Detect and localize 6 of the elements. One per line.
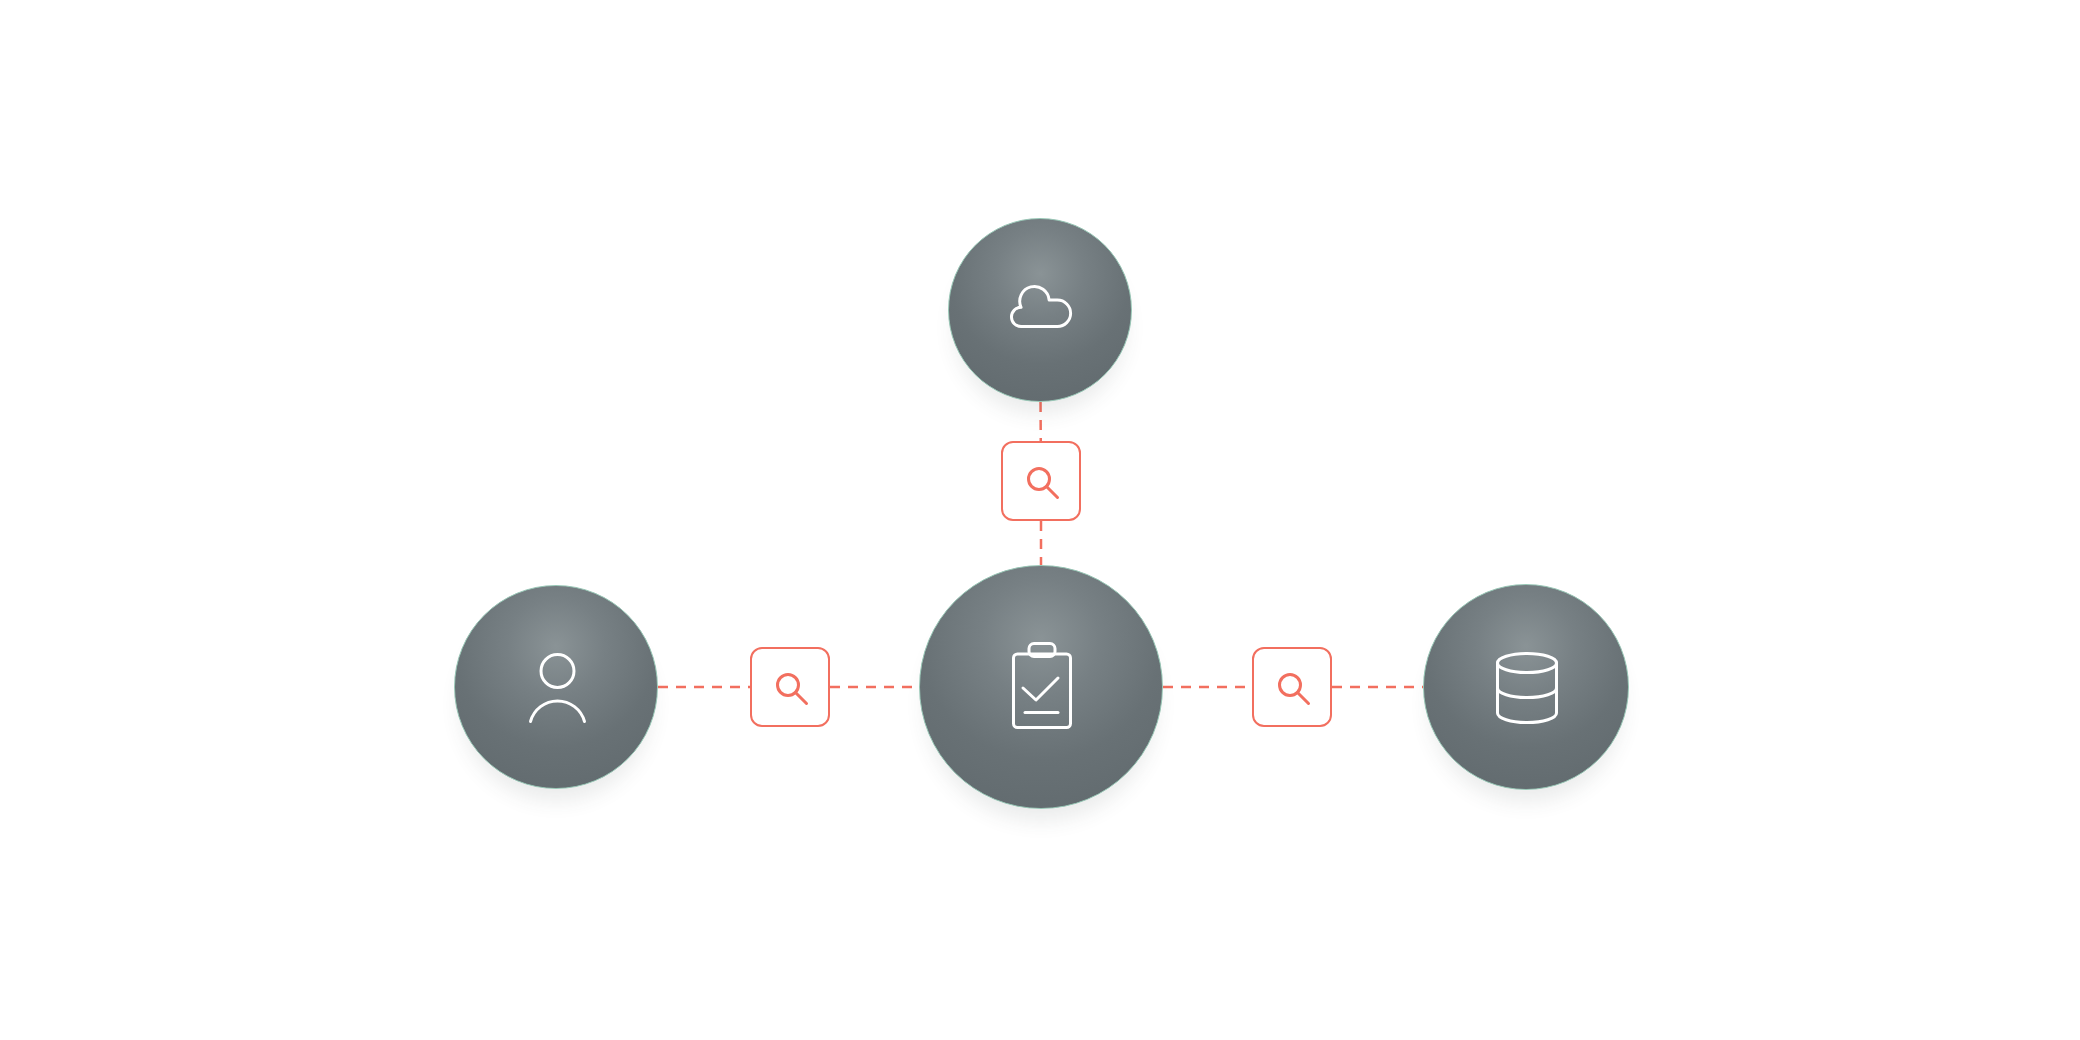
rounded-square-node (750, 647, 830, 727)
dashed-connector (1039, 402, 1042, 441)
rounded-square-node (1252, 647, 1332, 727)
dashed-connector (658, 685, 750, 689)
dashed-connector (1039, 521, 1043, 565)
rounded-square-node (1001, 441, 1081, 521)
